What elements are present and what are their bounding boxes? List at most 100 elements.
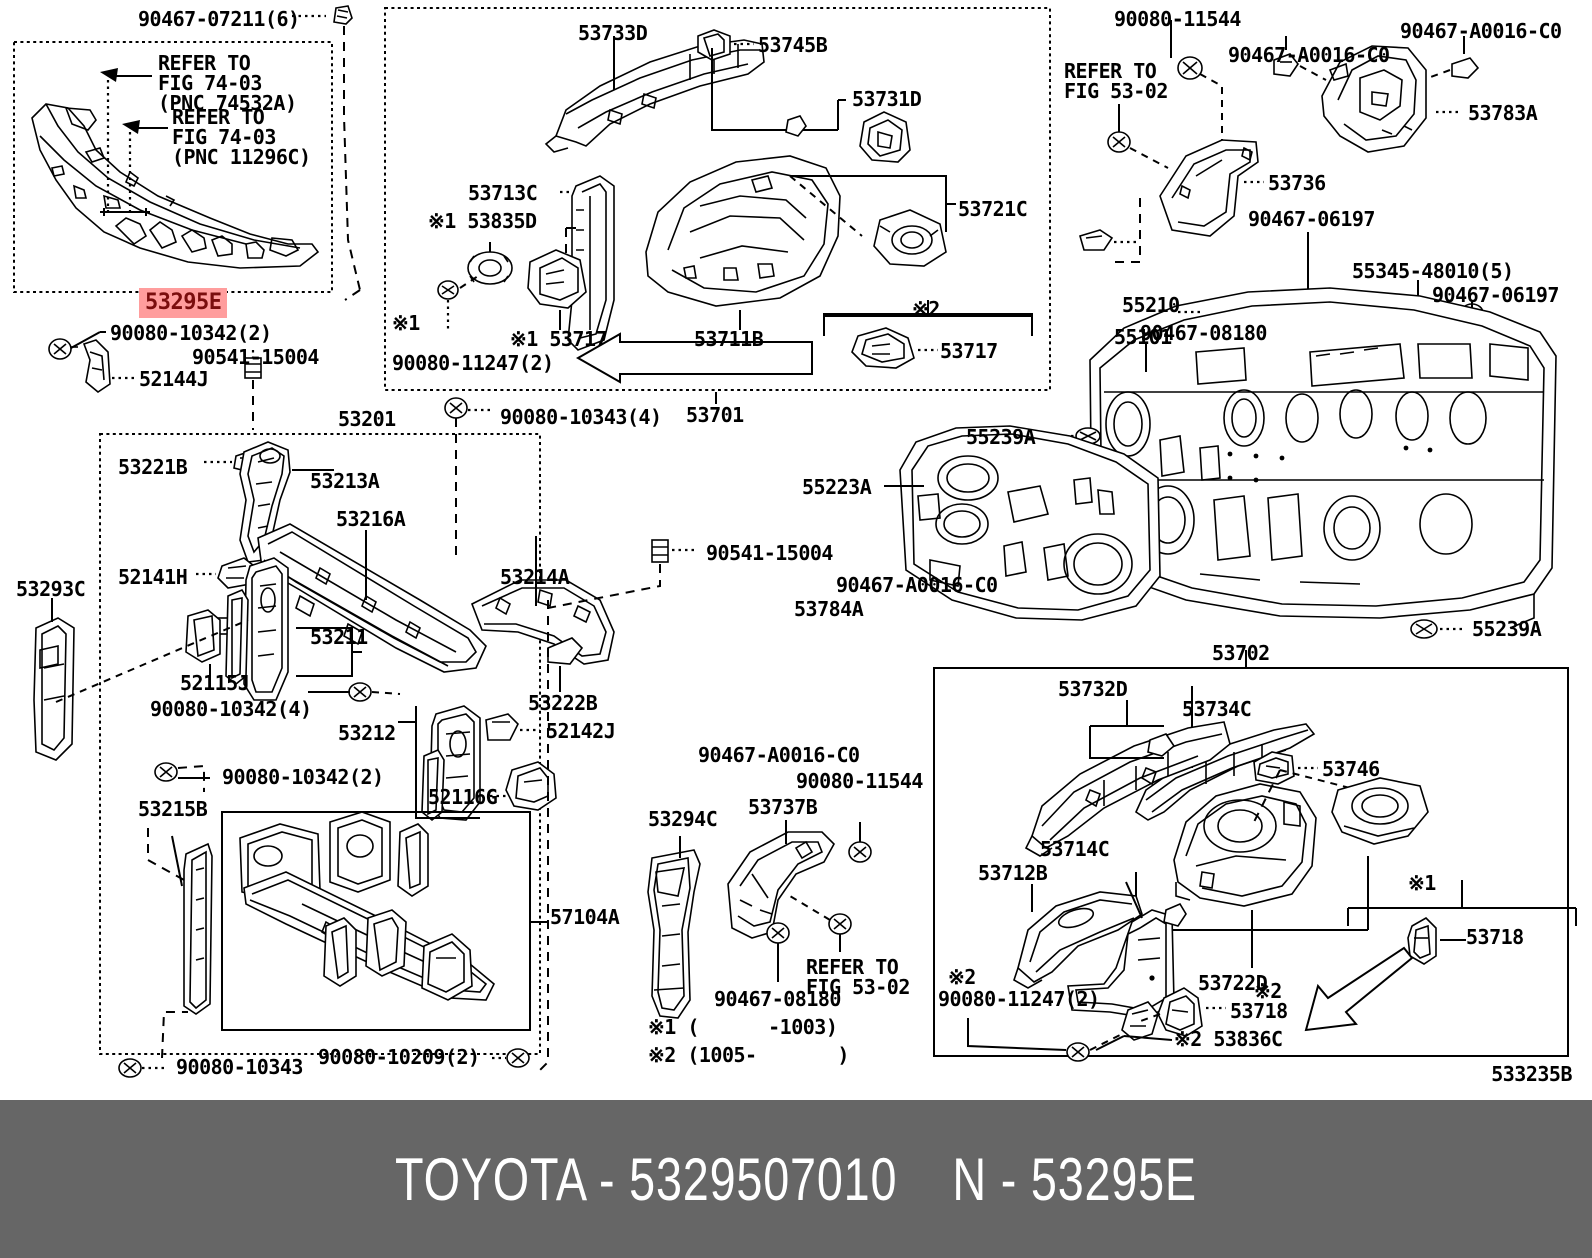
part-shape-53733D — [544, 39, 765, 153]
label-55101: 55101 — [1114, 325, 1172, 349]
label-90080-10343-b: 90080-10343 — [176, 1055, 303, 1079]
label-90080-11247-b: 90080-11247(2) — [938, 987, 1100, 1011]
label-90541-15004-a: 90541-15004 — [192, 345, 319, 369]
part-shape-53783A — [1321, 45, 1427, 153]
label-53221B: 53221B — [118, 455, 188, 479]
label-90080-10342-a: 90080-10342(2) — [110, 321, 272, 345]
part-shape-57104A — [239, 811, 495, 1001]
label-note-1-b: ※1 — [1408, 871, 1436, 895]
label-note-2-a: ※2 — [912, 297, 940, 321]
label-53215B: 53215B — [138, 797, 208, 821]
label-90467-A0016-d: 90467-A0016-C0 — [698, 743, 860, 767]
part-shape-53294C — [647, 849, 701, 1019]
bolt-90080-10209 — [506, 1048, 530, 1068]
part-shape-55223A — [899, 425, 1161, 621]
label-90467-08180-a: 90467-08180 — [1140, 321, 1267, 345]
bolt-90080-10342-b — [348, 682, 372, 702]
label-90080-10343-a: 90080-10343(4) — [500, 405, 662, 429]
label-refer-to-2: REFER TO — [172, 105, 265, 129]
label-53835D: ※1 53835D — [428, 209, 537, 233]
label-53731D: 53731D — [852, 87, 922, 111]
label-53784A: 53784A — [794, 597, 864, 621]
clip-90467-a0016-b — [1451, 57, 1480, 79]
part-shape-53293C — [33, 617, 75, 761]
label-53717-a: ※1 53717 — [510, 327, 608, 351]
part-shape-53731D — [859, 111, 911, 163]
label-53718-a: 53718 — [1230, 999, 1288, 1023]
label-90467-A0016-b: 90467-A0016-C0 — [1400, 19, 1562, 43]
clip-90080-10342-a — [48, 338, 78, 360]
label-90467-06197-a: 90467-06197 — [1248, 207, 1375, 231]
bolt-refer-53-02-b — [828, 913, 852, 935]
clip-90467-a0016-a — [1273, 53, 1299, 77]
clip-55239A-b — [1410, 619, 1438, 639]
label-53294C: 53294C — [648, 807, 718, 831]
label-53734C: 53734C — [1182, 697, 1252, 721]
part-shape-53214A — [470, 579, 615, 665]
label-53733D: 53733D — [578, 21, 648, 45]
bolt-90467-08180-b — [766, 922, 790, 944]
label-53746: 53746 — [1322, 757, 1380, 781]
clip-52141H — [217, 557, 255, 589]
label-90080-10342-c: 90080-10342(2) — [222, 765, 384, 789]
part-shape-53718-a — [1157, 987, 1203, 1037]
part-shape-53295E — [31, 103, 320, 269]
part-shape-53722D — [1173, 783, 1317, 907]
part-shape-53711B — [645, 155, 841, 307]
label-53732D: 53732D — [1058, 677, 1128, 701]
label-52142J: 52142J — [546, 719, 616, 743]
label-52141H: 52141H — [118, 565, 188, 589]
part-shape-53216A — [257, 523, 487, 673]
label-90080-11544-b: 90080-11544 — [796, 769, 923, 793]
label-53222B: 53222B — [528, 691, 598, 715]
part-shape-mount-tower — [1331, 777, 1429, 845]
bolt-90080-10343-a — [444, 397, 468, 419]
label-53216A: 53216A — [336, 507, 406, 531]
label-55239A-b: 55239A — [1472, 617, 1542, 641]
label-90080-10209: 90080-10209(2) — [318, 1045, 480, 1069]
part-shape-53721C — [873, 209, 947, 267]
clip-90467-08180-a — [1079, 229, 1114, 251]
bolt-90080-10343-b — [118, 1058, 142, 1078]
part-shape-53736 — [1159, 139, 1259, 237]
label-note-1-a: ※1 — [392, 311, 420, 335]
label-53214A: 53214A — [500, 565, 570, 589]
clip-53732d — [1147, 733, 1176, 757]
label-57104A: 57104A — [550, 905, 620, 929]
label-55345-48010: 55345-48010(5) — [1352, 259, 1514, 283]
label-fig-53-02-1: FIG 53-02 — [1064, 79, 1168, 103]
label-fig-74-03-2: FIG 74-03 — [172, 125, 276, 149]
label-90080-11544-a: 90080-11544 — [1114, 7, 1241, 31]
part-shape-53717-a — [527, 249, 587, 309]
label-52116G: 52116G — [428, 785, 498, 809]
label-55223A: 55223A — [802, 475, 872, 499]
label-53745B: 53745B — [758, 33, 828, 57]
bolt-90080-10342-c — [154, 762, 178, 782]
part-shape-53212 — [421, 705, 481, 822]
part-shape-52115J — [185, 609, 221, 663]
label-53737B: 53737B — [748, 795, 818, 819]
label-53293C: 53293C — [16, 577, 86, 601]
label-53701: 53701 — [686, 403, 744, 427]
highlighted-part-53295E[interactable]: 53295E — [139, 288, 228, 318]
clip-53731d-a — [785, 115, 807, 137]
label-53714C: 53714C — [1040, 837, 1110, 861]
label-90467-A0016-a: 90467-A0016-C0 — [1228, 43, 1390, 67]
label-90467-A0016-c: 90467-A0016-C0 — [836, 573, 998, 597]
label-53718-b: 53718 — [1466, 925, 1524, 949]
label-53736: 53736 — [1268, 171, 1326, 195]
label-refer-to-1: REFER TO — [158, 51, 251, 75]
label-90080-10342-b: 90080-10342(4) — [150, 697, 312, 721]
label-53717-b: 53717 — [940, 339, 998, 363]
label-90467-06197-b: 90467-06197 — [1432, 283, 1559, 307]
label-53211: 53211 — [310, 625, 368, 649]
note-1-text: ※1 ( -1003) — [648, 1015, 838, 1039]
label-55239A-a: 55239A — [966, 425, 1036, 449]
label-pnc-11296C: (PNC 11296C) — [172, 145, 311, 169]
part-shape-53732D — [1024, 721, 1231, 857]
part-shape-53211 — [243, 557, 289, 701]
label-53783A: 53783A — [1468, 101, 1538, 125]
label-refer-to-4: REFER TO — [806, 955, 899, 979]
label-53712B: 53712B — [978, 861, 1048, 885]
